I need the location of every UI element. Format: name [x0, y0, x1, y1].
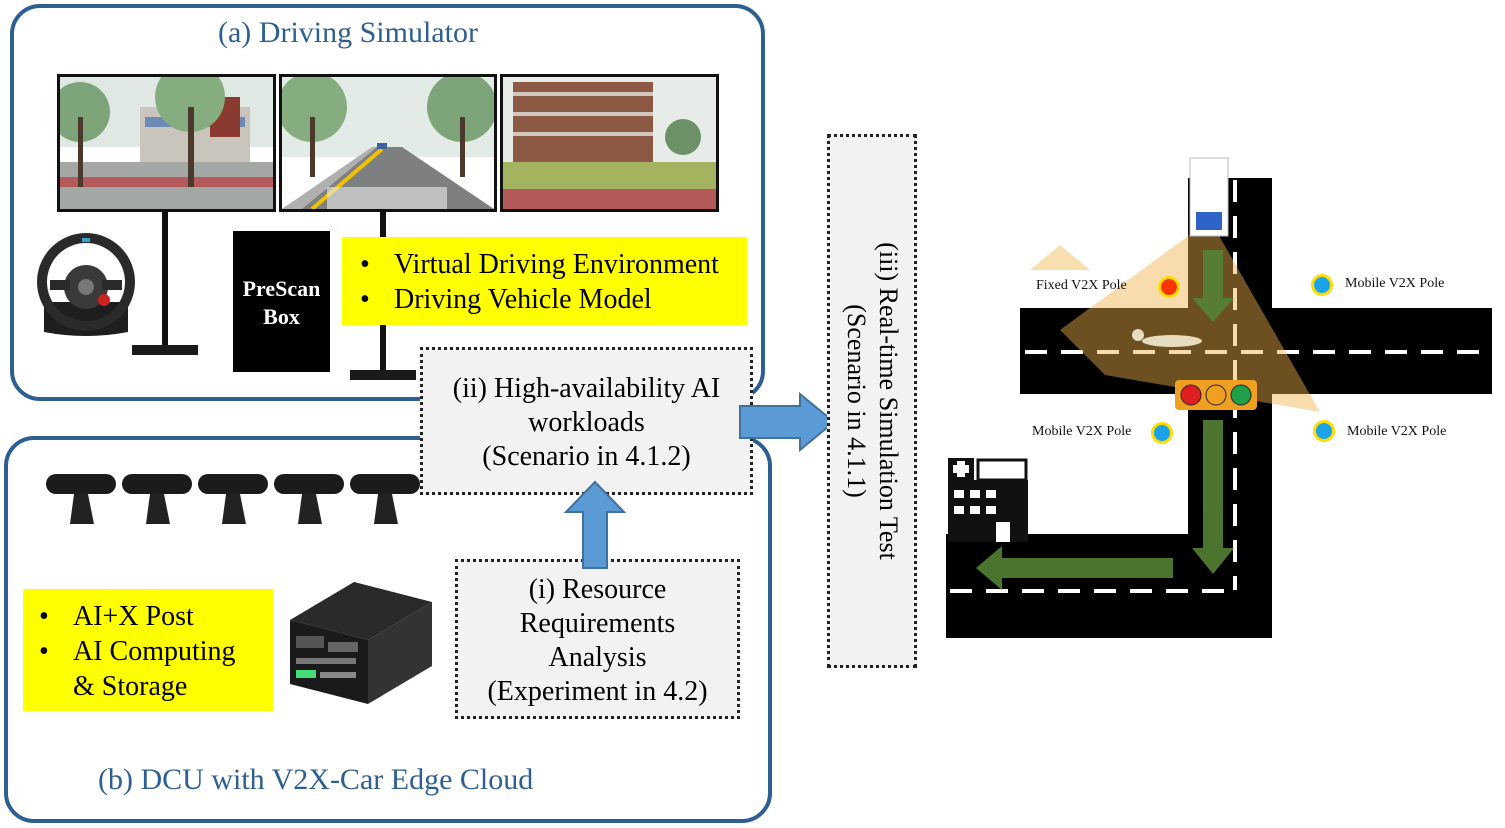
prescan-label-line1: PreScan — [242, 276, 321, 301]
step-ii-line2: workloads — [528, 407, 645, 438]
fixed-v2x-pole-marker — [1158, 276, 1180, 298]
feature-item: •Driving Vehicle Model — [360, 284, 652, 315]
edge-cloud-title: (b) DCU with V2X-Car Edge Cloud — [98, 763, 534, 796]
step-ii-box: (ii) High-availability AI workloads (Sce… — [420, 347, 753, 495]
mobile-v2x-pole-marker — [1311, 274, 1333, 296]
step-iii-line1: (iii) Real-time Simulation Test — [874, 242, 903, 560]
feature-item: •Virtual Driving Environment — [360, 249, 719, 280]
traffic-light-icon — [1175, 380, 1257, 410]
simulator-monitor-right — [500, 74, 719, 212]
step-i-line4: (Experiment in 4.2) — [487, 676, 708, 707]
feature-item: •AI+X Post — [39, 601, 194, 632]
edge-features-box: •AI+X Post •AI Computing & Storage — [23, 589, 273, 711]
dcu-server-icon — [290, 582, 432, 704]
mobile-v2x-pole-label: Mobile V2X Pole — [1347, 424, 1447, 439]
monitor-foot-left — [132, 345, 198, 355]
step-ii-line1: (ii) High-availability AI — [452, 373, 721, 404]
camera-icon — [198, 474, 268, 524]
mobile-v2x-pole-marker — [1313, 420, 1335, 442]
step-i-line3: Analysis — [548, 642, 647, 673]
steering-wheel-icon — [37, 233, 135, 336]
prescan-box: PreScan Box — [233, 231, 330, 372]
monitor-stand-left — [162, 212, 168, 347]
mobile-v2x-pole-label: Mobile V2X Pole — [1345, 276, 1445, 291]
driving-simulator-title: (a) Driving Simulator — [218, 16, 478, 49]
step-iii-text: (iii) Real-time Simulation Test (Scenari… — [840, 242, 904, 560]
mobile-v2x-pole-label: Mobile V2X Pole — [1032, 424, 1132, 439]
city-street-scene — [60, 77, 273, 209]
step-i-line2: Requirements — [519, 608, 676, 639]
feature-item: •AI Computing — [39, 636, 236, 667]
step-iii-box: (iii) Real-time Simulation Test (Scenari… — [827, 134, 917, 668]
mobile-v2x-pole-marker — [1151, 422, 1173, 444]
step-iii-line2: (Scenario in 4.1.1) — [842, 304, 871, 498]
campus-building-scene — [503, 77, 716, 209]
intersection-map — [946, 157, 1492, 638]
road-scene — [282, 77, 494, 209]
arrow-right-icon — [739, 392, 836, 452]
camera-icon — [122, 474, 192, 524]
step-i-line1: (i) Resource — [528, 574, 667, 605]
arrow-up-icon — [563, 480, 627, 569]
step-ii-line3: (Scenario in 4.1.2) — [482, 441, 691, 472]
feature-item: & Storage — [73, 671, 188, 702]
camera-icon — [46, 474, 116, 524]
pedestrian-icon — [1132, 329, 1202, 347]
route-arrow — [976, 250, 1234, 590]
monitor-foot-right — [350, 370, 416, 380]
simulator-features-box: •Virtual Driving Environment •Driving Ve… — [342, 237, 747, 325]
prescan-label-line2: Box — [263, 304, 300, 329]
fixed-v2x-pole-label: Fixed V2X Pole — [1036, 278, 1127, 293]
camera-icon — [350, 474, 420, 524]
camera-array — [46, 474, 420, 524]
step-i-box: (i) Resource Requirements Analysis (Expe… — [455, 559, 740, 719]
simulator-monitor-center — [279, 74, 497, 212]
simulator-monitor-left — [57, 74, 276, 212]
camera-icon — [274, 474, 344, 524]
ego-vehicle-icon — [1189, 157, 1229, 237]
hospital-icon — [948, 458, 1028, 542]
